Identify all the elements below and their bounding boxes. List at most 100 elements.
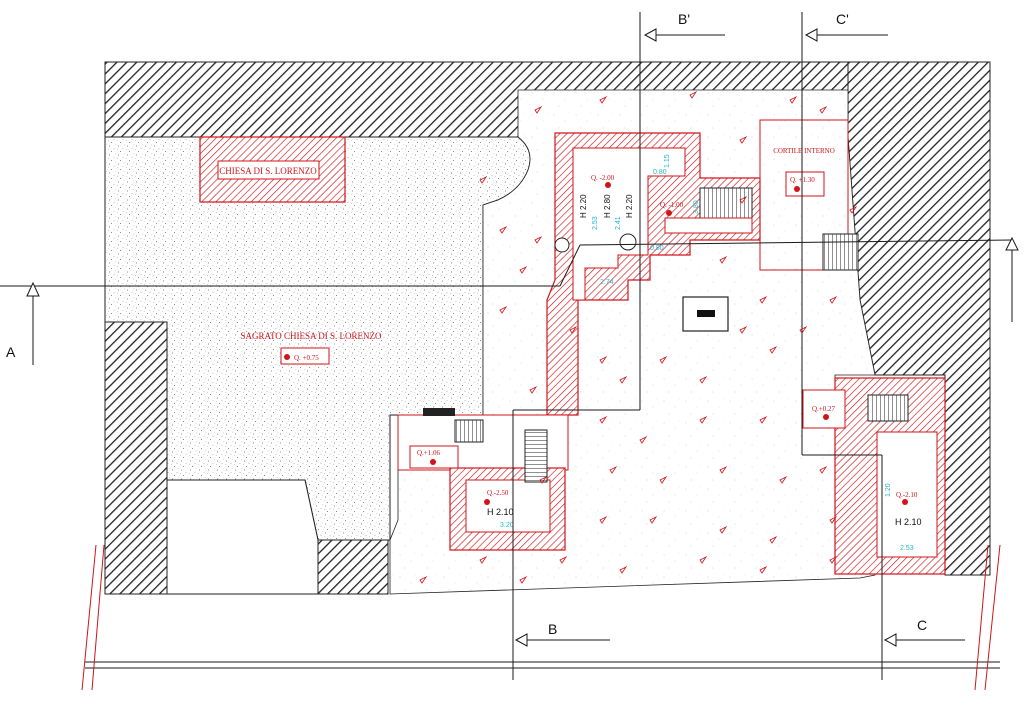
level-triangle bbox=[519, 265, 528, 274]
level-triangle bbox=[829, 295, 838, 304]
corridor-elevation: Q. -1.00 bbox=[660, 201, 684, 209]
level-triangle bbox=[599, 515, 608, 524]
level-triangle bbox=[599, 415, 608, 424]
section-c-prime-label: C' bbox=[836, 11, 849, 27]
level-triangle bbox=[534, 235, 543, 244]
level-triangles bbox=[419, 90, 858, 584]
churchyard-labels: SAGRATO CHIESA DI S. LORENZO Q. +0.75 bbox=[240, 331, 382, 365]
level-triangle bbox=[759, 295, 768, 304]
church-label: CHIESA DI S. LORENZO bbox=[219, 166, 317, 176]
left-structure: Q.+1.06 Q.-2.50 H 2.10 3.20 bbox=[397, 408, 569, 551]
level-triangle bbox=[659, 475, 668, 484]
level-triangle bbox=[619, 565, 628, 574]
room-elevation: Q. -2.00 bbox=[591, 174, 615, 182]
height-h3: H 2.20 bbox=[625, 194, 634, 218]
level-triangle bbox=[539, 475, 548, 484]
section-b-label: B bbox=[548, 621, 557, 637]
cellar-left-stairs bbox=[524, 429, 548, 483]
level-triangle bbox=[829, 555, 838, 564]
column bbox=[619, 233, 637, 251]
level-triangle bbox=[829, 515, 838, 524]
cellar-right-elevation: Q.-2.10 bbox=[896, 491, 918, 499]
elevation-marker bbox=[794, 186, 800, 192]
dim-d6: 0.80 bbox=[650, 245, 664, 252]
level-triangle bbox=[519, 575, 528, 584]
level-triangle bbox=[739, 195, 748, 204]
cellar-left-height: H 2.10 bbox=[487, 507, 514, 517]
elevation-marker bbox=[666, 210, 672, 216]
level-triangle bbox=[819, 105, 828, 114]
dim-d9: 2.53 bbox=[900, 545, 914, 552]
east-elevation: Q.+0.27 bbox=[812, 405, 836, 413]
street-edges bbox=[81, 544, 1001, 691]
level-triangle bbox=[759, 565, 768, 574]
well bbox=[682, 296, 729, 332]
level-triangle bbox=[739, 135, 748, 144]
dim-d2: 1.15 bbox=[664, 154, 671, 168]
level-triangle bbox=[599, 95, 608, 104]
level-triangle bbox=[534, 105, 543, 114]
level-triangle bbox=[659, 355, 668, 364]
dim-d8: 3.20 bbox=[500, 522, 514, 529]
level-triangle bbox=[689, 90, 698, 99]
level-triangle bbox=[609, 465, 618, 474]
level-triangle bbox=[649, 515, 658, 524]
level-triangle bbox=[799, 325, 808, 334]
level-triangle bbox=[849, 205, 858, 214]
level-triangle bbox=[759, 415, 768, 424]
right-structure: Q.+0.27 Q.-2.10 H 2.10 2.53 1.20 bbox=[802, 377, 946, 575]
column bbox=[554, 237, 570, 253]
section-c-label: C bbox=[917, 617, 927, 633]
elevation-marker bbox=[484, 499, 490, 505]
level-triangle bbox=[719, 525, 728, 534]
level-triangle bbox=[739, 325, 748, 334]
section-arrows bbox=[26, 28, 1019, 647]
courtyard-stairs bbox=[822, 233, 859, 271]
level-triangle bbox=[599, 355, 608, 364]
section-lines bbox=[0, 12, 1013, 680]
churchyard-elevation: Q. +0.75 bbox=[294, 354, 319, 362]
level-triangle bbox=[499, 225, 508, 234]
level-triangle bbox=[619, 375, 628, 384]
internal-courtyard: CORTILE INTERNO Q. +1.30 bbox=[759, 119, 859, 271]
central-annotations: Q. -2.00 Q. -1.00 H 2.20 H 2.80 H 2.20 0… bbox=[554, 154, 700, 286]
corridor-stairs bbox=[699, 187, 753, 219]
church-building: CHIESA DI S. LORENZO bbox=[199, 136, 346, 203]
level-triangle bbox=[699, 375, 708, 384]
level-triangle bbox=[569, 325, 578, 334]
height-h2: H 2.80 bbox=[603, 194, 612, 218]
cellar-left-elevation: Q.-2.50 bbox=[487, 489, 509, 497]
elevation-marker bbox=[284, 354, 290, 360]
level-triangle bbox=[559, 555, 568, 564]
courtyard-label: CORTILE INTERNO bbox=[773, 147, 835, 155]
level-triangle bbox=[699, 555, 708, 564]
lower-building bbox=[166, 479, 319, 595]
dim-d5: 3.80 bbox=[693, 200, 700, 214]
dim-d10: 1.20 bbox=[885, 483, 892, 497]
level-triangle bbox=[529, 385, 538, 394]
section-a-label: A bbox=[6, 344, 16, 360]
level-triangle bbox=[769, 535, 778, 544]
elevation-marker bbox=[430, 459, 436, 465]
courtyard-elevation: Q. +1.30 bbox=[790, 176, 815, 184]
level-triangle bbox=[779, 475, 788, 484]
entry-stairs bbox=[454, 419, 484, 443]
level-triangle bbox=[719, 255, 728, 264]
level-triangle bbox=[819, 465, 828, 474]
level-triangle bbox=[719, 465, 728, 474]
elevation-marker bbox=[823, 414, 829, 420]
level-triangle bbox=[479, 175, 488, 184]
section-b-prime-label: B' bbox=[678, 11, 690, 27]
entry-elevation: Q.+1.06 bbox=[417, 449, 441, 457]
section-labels: A B' C' B C bbox=[6, 11, 927, 637]
churchyard-label: SAGRATO CHIESA DI S. LORENZO bbox=[240, 331, 382, 341]
dim-d1: 0.80 bbox=[653, 169, 667, 176]
dim-d4: 2.41 bbox=[615, 216, 622, 230]
elevation-marker bbox=[902, 499, 908, 505]
level-triangle bbox=[769, 345, 778, 354]
east-stairs bbox=[867, 394, 909, 422]
level-triangle bbox=[699, 415, 708, 424]
height-h1: H 2.20 bbox=[579, 194, 588, 218]
level-triangle bbox=[639, 435, 648, 444]
